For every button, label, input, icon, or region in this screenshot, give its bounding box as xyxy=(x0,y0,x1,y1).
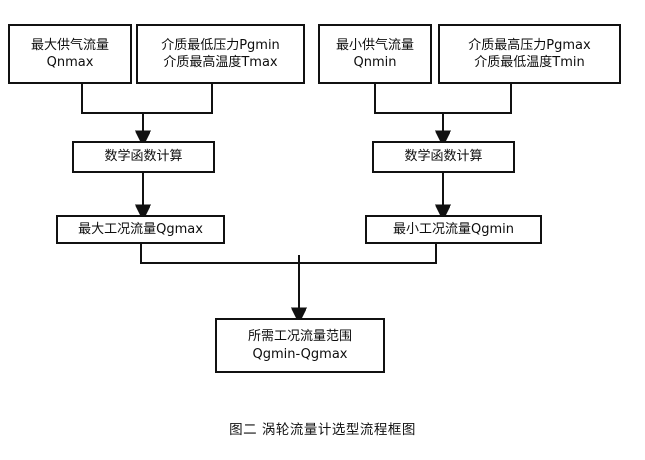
node-min-pressure-max-temp[interactable]: 介质最低压力Pgmin 介质最高温度Tmax xyxy=(136,24,305,84)
node-qnmax-line2: Qnmax xyxy=(46,55,94,70)
node-range-line2: Qgmin-Qgmax xyxy=(252,346,348,362)
connector-right-inputs-to-math xyxy=(373,84,513,148)
node-min-supply-flow[interactable]: 最小供气流量 Qnmin xyxy=(318,24,432,84)
node-qnmin-line1: 最小供气流量 xyxy=(335,37,414,53)
node-math-function-right[interactable]: 数学函数计算 xyxy=(372,141,515,173)
node-max-pressure-min-temp[interactable]: 介质最高压力Pgmax 介质最低温度Tmin xyxy=(438,24,621,84)
node-pgmax-line2: 介质最低温度Tmin xyxy=(474,55,585,70)
node-min-working-flow[interactable]: 最小工况流量Qgmin xyxy=(365,215,542,244)
node-range-line1: 所需工况流量范围 xyxy=(247,329,352,345)
node-math-left-label: 数学函数计算 xyxy=(104,149,183,165)
figure-caption: 图二 涡轮流量计选型流程框图 xyxy=(229,422,416,438)
node-qgmin-label: 最小工况流量Qgmin xyxy=(393,221,514,237)
node-pgmax-line1: 介质最高压力Pgmax xyxy=(468,37,591,53)
connector-results-to-range xyxy=(139,244,438,325)
node-pgmin-line1: 介质最低压力Pgmin xyxy=(161,37,280,53)
connector-left-inputs-to-math xyxy=(80,84,214,148)
node-math-function-left[interactable]: 数学函数计算 xyxy=(72,141,215,173)
node-required-flow-range[interactable]: 所需工况流量范围 Qgmin-Qgmax xyxy=(215,318,385,373)
node-max-supply-flow[interactable]: 最大供气流量 Qnmax xyxy=(8,24,132,84)
node-qgmax-label: 最大工况流量Qgmax xyxy=(78,221,203,237)
node-pgmin-line2: 介质最高温度Tmax xyxy=(163,55,278,70)
node-qnmax-line1: 最大供气流量 xyxy=(30,37,109,53)
node-math-right-label: 数学函数计算 xyxy=(404,149,483,165)
node-max-working-flow[interactable]: 最大工况流量Qgmax xyxy=(56,215,225,244)
node-qnmin-line2: Qnmin xyxy=(353,55,397,70)
